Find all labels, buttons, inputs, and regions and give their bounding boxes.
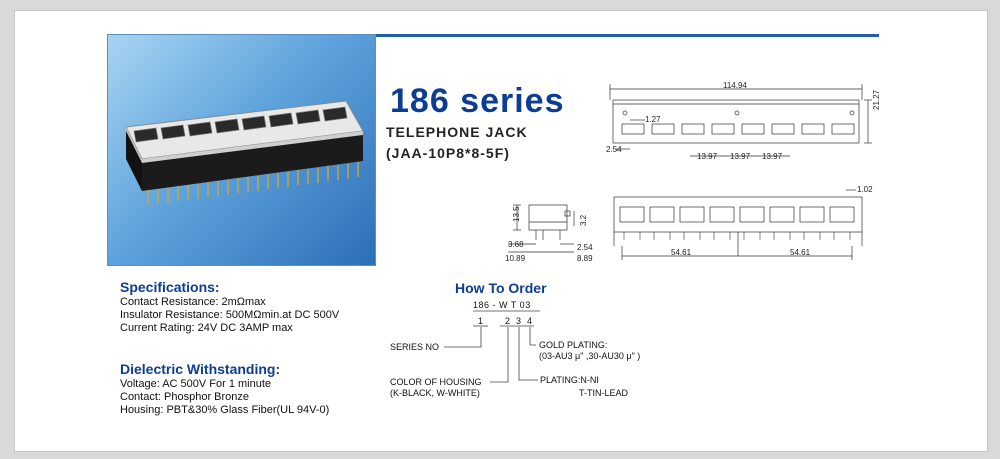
dielectric-line: Contact: Phosphor Bronze: [120, 391, 250, 403]
product-type: TELEPHONE JACK: [386, 124, 528, 140]
position-1: 1: [478, 316, 484, 326]
model-number: (JAA-10P8*8-5F): [386, 145, 510, 161]
front-dim-right: 54.61: [790, 248, 811, 257]
dim-pitch-2: 13.97: [730, 152, 751, 161]
position-2: 2: [505, 316, 511, 326]
series-title: 186 series: [390, 82, 565, 120]
dielectric-heading: Dielectric Withstanding:: [120, 361, 281, 377]
front-dim-pin: 1.02: [857, 185, 873, 194]
specifications-heading: Specifications:: [120, 279, 220, 295]
dim-pitch-1: 13.97: [697, 152, 718, 161]
connector-illustration: [125, 100, 364, 205]
order-code: 186 - W T 03: [473, 300, 531, 310]
header-rule: [108, 34, 879, 37]
side-dim-b: 2.54: [577, 243, 593, 252]
plating-option: T-TIN-LEAD: [579, 388, 629, 398]
dielectric-line: Housing: PBT&30% Glass Fiber(UL 94V-0): [120, 404, 330, 416]
housing-color-options: (K-BLACK, W-WHITE): [390, 388, 480, 398]
how-to-order-heading: How To Order: [455, 280, 547, 296]
gold-plating-label: GOLD PLATING:: [539, 340, 608, 350]
dim-edge: 2.54: [606, 145, 622, 154]
position-4: 4: [527, 316, 533, 326]
spec-line: Insulator Resistance: 500MΩmin.at DC 500…: [120, 309, 340, 321]
dielectric-line: Voltage: AC 500V For 1 minute: [120, 378, 272, 390]
dim-small-pitch: 1.27: [645, 115, 661, 124]
position-3: 3: [516, 316, 522, 326]
dim-pitch-3: 13.97: [762, 152, 783, 161]
dim-overall: 114.94: [723, 81, 747, 90]
plating-label: PLATING:N-NI: [540, 375, 599, 385]
gold-plating-options: (03-AU3 μ" ,30-AU30 μ" ): [539, 351, 641, 361]
spec-line: Contact Resistance: 2mΩmax: [120, 296, 266, 308]
product-photo: [107, 34, 376, 266]
series-no-label: SERIES NO: [390, 342, 440, 352]
side-dim-a: 3.68: [508, 240, 524, 249]
side-dim-d: 8.89: [577, 254, 593, 263]
side-dim-c: 10.89: [505, 254, 526, 263]
front-dim-left: 54.61: [671, 248, 692, 257]
spec-line: Current Rating: 24V DC 3AMP max: [120, 322, 293, 334]
housing-color-label: COLOR OF HOUSING: [390, 377, 482, 387]
